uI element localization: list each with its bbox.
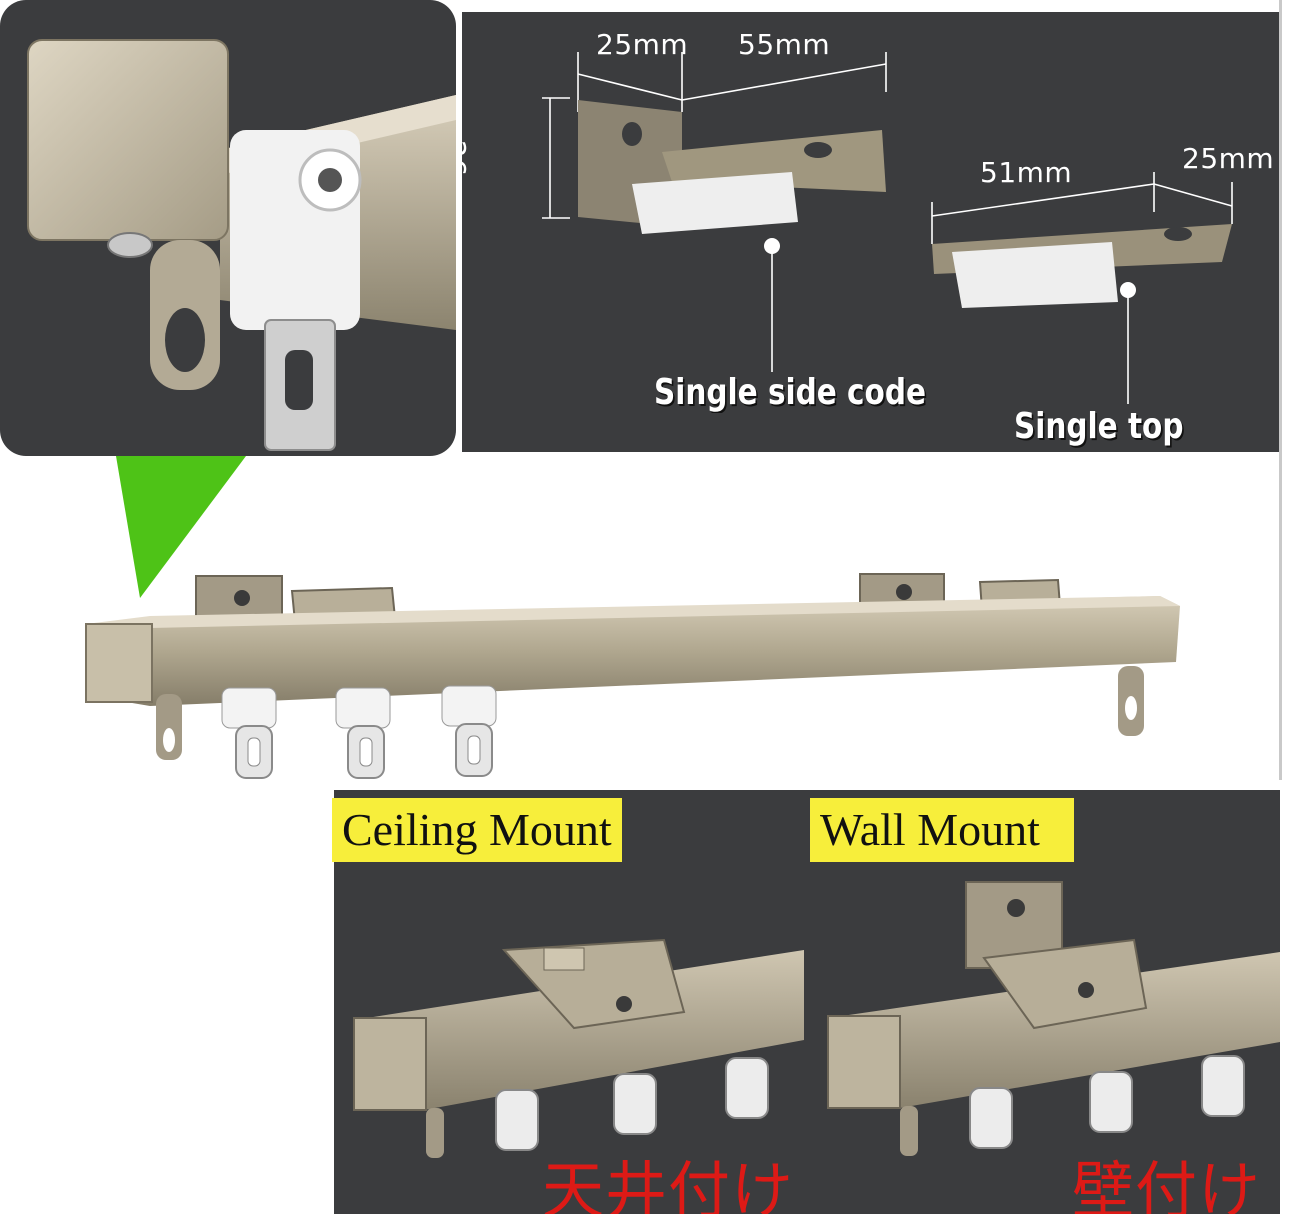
full-rail-illustration [85,456,1180,779]
bracket-dimensions-illustration [542,52,1233,404]
wall-mount-label: Wall Mount [810,798,1074,863]
dimension-top-width-c: 51mm [980,156,1073,189]
dimension-side-width-a: 25mm [596,28,689,61]
mount-comparison-panel: 天井付け 壁付け [334,790,1280,1214]
mount-comparison-illustration [353,881,1280,1158]
ceiling-mount-label: Ceiling Mount [332,798,622,863]
green-pointer-arrow [116,456,246,598]
rail-closeup-panel [0,0,456,456]
rail-closeup-illustration [27,39,456,451]
single-top-code-label: Single top code [1014,406,1184,452]
edge-divider [1279,0,1282,780]
ceiling-mount-japanese-label: 天井付け [542,1154,795,1214]
single-side-code-label: Single side code [654,372,926,413]
bracket-dimensions-panel: 25mm 55mm 26mm 51mm 25mm Single side cod… [462,12,1280,452]
dimension-top-width-d: 25mm [1182,142,1275,175]
dimension-side-height: 26mm [462,140,472,233]
dimension-side-width-b: 55mm [738,28,831,61]
wall-mount-japanese-label: 壁付け [1072,1154,1262,1214]
